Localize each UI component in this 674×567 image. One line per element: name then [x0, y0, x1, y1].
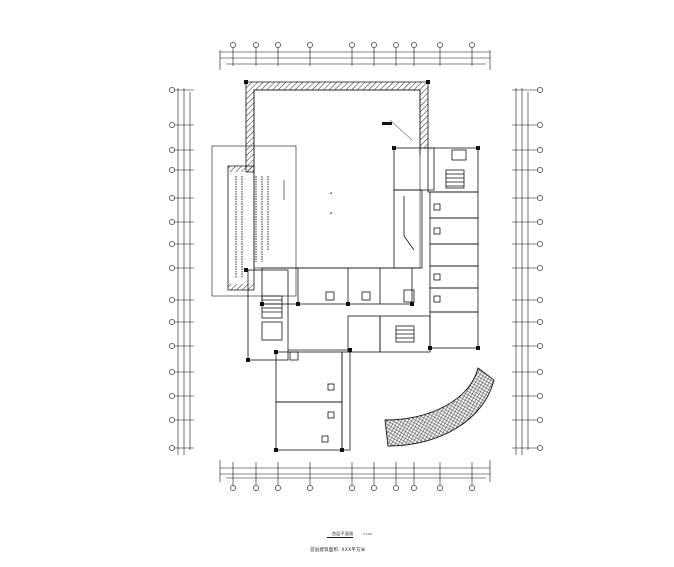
axis-bubble [537, 195, 543, 201]
axis-bubble [371, 42, 377, 48]
axis-bubble [169, 343, 175, 349]
lobby-block [247, 269, 431, 361]
axis-bubble [537, 297, 543, 303]
axis-bubble [537, 319, 543, 325]
axis-bubble [537, 369, 543, 375]
column-marker [340, 448, 344, 452]
column-marker [274, 350, 278, 354]
svg-text:▪: ▪ [330, 191, 332, 195]
axis-bubble [537, 147, 543, 153]
axis-bubble [169, 147, 175, 153]
caption-title: 首层平面图 [332, 531, 354, 536]
axis-bubble [169, 87, 175, 93]
axis-bubble [537, 417, 543, 423]
axis-bubble [411, 485, 417, 491]
column-marker [244, 268, 248, 272]
axis-bubble [253, 42, 259, 48]
axis-bubble [411, 42, 417, 48]
axis-bubble [169, 265, 175, 271]
axis-bubble [307, 485, 313, 491]
right-axis-bubbles [512, 87, 543, 451]
axis-bubble [371, 485, 377, 491]
right-wing [393, 147, 479, 349]
axis-bubble [169, 195, 175, 201]
left-axis-bubbles [169, 87, 194, 451]
axis-bubble [169, 219, 175, 225]
column-marker [260, 302, 264, 306]
column-marker [392, 146, 396, 150]
left-dimension-chain [177, 88, 191, 455]
axis-bubble [537, 393, 543, 399]
axis-bubble [537, 87, 543, 93]
column-marker [410, 302, 414, 306]
drawing-caption: 首层平面图 1:100 [327, 531, 387, 539]
area-note: 首层建筑面积: XXX平方米 [310, 548, 366, 553]
axis-bubble [169, 445, 175, 451]
column-marker [476, 146, 480, 150]
column-marker [246, 358, 250, 362]
axis-bubble [537, 265, 543, 271]
axis-bubble [230, 485, 236, 491]
top-axis-bubbles [230, 42, 475, 66]
axis-bubble [537, 445, 543, 451]
axis-bubble [169, 417, 175, 423]
axis-bubble [393, 42, 399, 48]
axis-bubble [230, 42, 236, 48]
column-marker [244, 80, 248, 84]
column-marker [428, 346, 432, 350]
curved-plaza [384, 367, 495, 447]
axis-bubble [349, 485, 355, 491]
right-dimension-chain [515, 88, 529, 455]
svg-text:▪: ▪ [330, 211, 332, 215]
column-marker [274, 448, 278, 452]
corridor-rooms [261, 267, 415, 305]
axis-bubble [253, 485, 259, 491]
axis-bubble [537, 122, 543, 128]
axis-bubble [169, 393, 175, 399]
axis-bubble [393, 485, 399, 491]
column-marker [296, 302, 300, 306]
axis-bubble [437, 42, 443, 48]
axis-bubble [537, 343, 543, 349]
axis-bubble [537, 219, 543, 225]
axis-bubble [537, 167, 543, 173]
axis-bubble [307, 42, 313, 48]
axis-bubble [537, 241, 543, 247]
caption-scale: 1:100 [363, 532, 372, 536]
axis-bubble [469, 42, 475, 48]
axis-bubble [169, 297, 175, 303]
axis-bubble [469, 485, 475, 491]
bottom-axis-bubbles [230, 462, 475, 491]
column-marker [476, 346, 480, 350]
top-dimension-chain [219, 50, 491, 70]
axis-bubble [169, 122, 175, 128]
seating-block [211, 145, 297, 297]
column-markers [244, 80, 480, 452]
caption-underline [327, 537, 353, 538]
column-marker [346, 302, 350, 306]
axis-bubble [275, 485, 281, 491]
bottom-dimension-chain [219, 460, 491, 482]
axis-bubble [169, 241, 175, 247]
axis-bubble [169, 369, 175, 375]
column-marker [426, 80, 430, 84]
lower-left-wing [275, 351, 351, 451]
main-hall: ▪ ▪ [245, 81, 429, 269]
axis-bubble [169, 319, 175, 325]
axis-bubble [169, 167, 175, 173]
axis-bubble [437, 485, 443, 491]
axis-bubble [275, 42, 281, 48]
column-marker [348, 348, 352, 352]
axis-bubble [349, 42, 355, 48]
